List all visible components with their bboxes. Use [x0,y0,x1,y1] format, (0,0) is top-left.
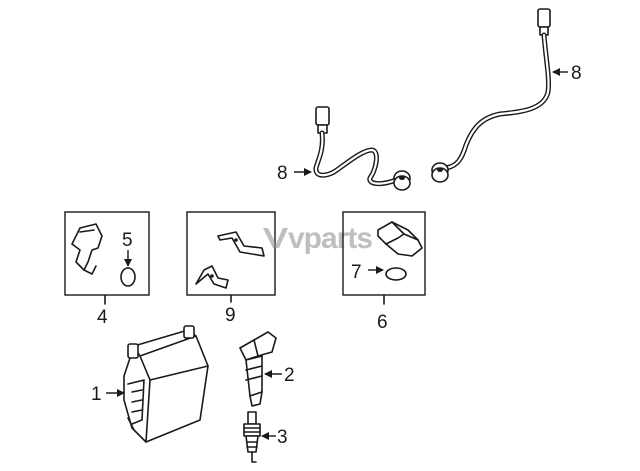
map-sensor[interactable] [377,221,423,257]
callout-8-left: 8 [277,163,288,184]
callout-2: 2 [284,365,295,386]
callout-7: 7 [351,262,362,283]
watermark-logo: vparts [263,222,373,255]
spark-plug[interactable] [243,411,261,463]
callout-1: 1 [91,384,102,405]
cam-sensor-box [64,211,150,296]
callout-9: 9 [225,305,236,326]
callout-6: 6 [377,312,388,333]
callout-3: 3 [277,427,288,448]
engine-control-module[interactable] [123,325,209,443]
callout-5: 5 [122,230,133,251]
callout-8-upper: 8 [571,63,582,84]
knock-sensor-harness-lower[interactable] [313,106,411,191]
knock-sensor-harness-upper[interactable] [431,8,551,183]
callout-4: 4 [97,307,108,328]
bracket-lower[interactable] [195,265,229,289]
map-sensor-seal[interactable] [385,267,407,281]
cam-sensor-o-ring[interactable] [120,267,136,287]
bracket-upper[interactable] [217,231,265,257]
camshaft-position-sensor[interactable] [71,223,103,275]
ignition-coil[interactable] [239,331,277,407]
svg-text:vparts: vparts [288,222,372,255]
